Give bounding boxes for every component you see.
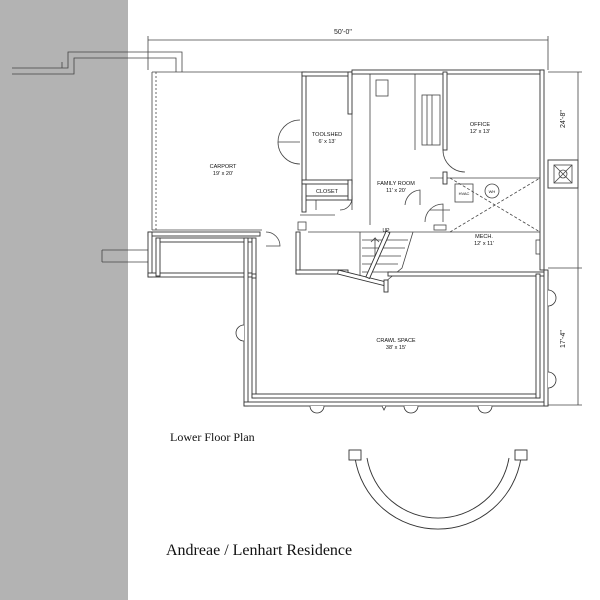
room-name: CARPORT bbox=[209, 164, 237, 170]
room-toolshed: TOOLSHED 6' x 13' bbox=[302, 132, 352, 146]
crescent-patio bbox=[348, 449, 528, 530]
room-crawl-space: CRAWL SPACE 38' x 15' bbox=[366, 338, 426, 352]
dimension-lines bbox=[147, 36, 582, 406]
room-name: CLOSET bbox=[315, 189, 338, 195]
wall bbox=[301, 71, 307, 185]
water-heater bbox=[484, 183, 500, 199]
room-office: OFFICE 12' x 13' bbox=[456, 122, 504, 136]
room-family-room: FAMILY ROOM 11' x 20' bbox=[368, 181, 424, 195]
room-size: 19' x 20' bbox=[212, 171, 234, 177]
room-size: 38' x 15' bbox=[385, 345, 407, 351]
room-name: FAMILY ROOM bbox=[377, 181, 415, 187]
right-dimension-upper: 24'-8" bbox=[560, 110, 567, 128]
carport-outline bbox=[151, 71, 305, 231]
room-mech: MECH. 12' x 11' bbox=[460, 234, 508, 248]
door-swings bbox=[265, 119, 466, 247]
entry-walk bbox=[12, 51, 183, 75]
room-size: 11' x 20' bbox=[386, 188, 406, 194]
sheet-title: Lower Floor Plan bbox=[170, 430, 255, 444]
room-name: CRAWL SPACE bbox=[376, 338, 416, 344]
pier-bumps bbox=[235, 289, 557, 414]
overall-width-dimension: 50'-0" bbox=[334, 29, 352, 36]
room-size: 12' x 13' bbox=[469, 129, 491, 135]
room-closet: CLOSET bbox=[306, 189, 348, 196]
room-name: OFFICE bbox=[469, 122, 491, 128]
room-size: 6' x 13' bbox=[318, 139, 336, 145]
fireplace bbox=[547, 159, 579, 189]
room-size: 12' x 11' bbox=[474, 241, 494, 247]
interior-partitions bbox=[297, 72, 543, 255]
side-steps bbox=[101, 249, 148, 263]
right-dimension-lower: 17'-4" bbox=[560, 330, 567, 348]
water-heater-label: WH bbox=[488, 189, 496, 194]
stair-up-label: UP bbox=[382, 228, 390, 234]
room-name: MECH. bbox=[475, 234, 493, 240]
hvac-unit bbox=[454, 183, 474, 203]
gray-margin-band bbox=[0, 0, 128, 600]
room-carport: CARPORT 19' x 20' bbox=[196, 164, 250, 178]
hvac-label: HVAC bbox=[458, 191, 470, 196]
room-name: TOOLSHED bbox=[311, 132, 343, 138]
project-title: Andreae / Lenhart Residence bbox=[166, 542, 353, 559]
